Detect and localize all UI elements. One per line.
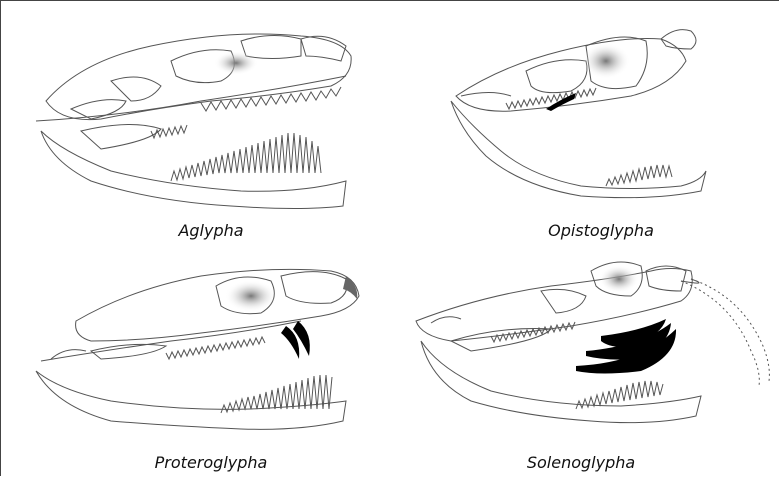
- opistoglypha-skull-drawing: [391, 1, 780, 241]
- panel-aglypha: Aglypha: [1, 1, 391, 241]
- aglypha-skull-drawing: [1, 1, 391, 241]
- panel-proteroglypha: Proteroglypha: [1, 241, 391, 478]
- caption-solenoglypha: Solenoglypha: [451, 453, 711, 472]
- caption-opistoglypha: Opistoglypha: [471, 221, 731, 240]
- caption-proteroglypha: Proteroglypha: [81, 453, 341, 472]
- panel-opistoglypha: Opistoglypha: [391, 1, 780, 241]
- panel-solenoglypha: Solenoglypha: [391, 241, 780, 478]
- caption-aglypha: Aglypha: [81, 221, 341, 240]
- solenoglypha-skull-drawing: [391, 241, 780, 478]
- proteroglypha-skull-drawing: [1, 241, 391, 478]
